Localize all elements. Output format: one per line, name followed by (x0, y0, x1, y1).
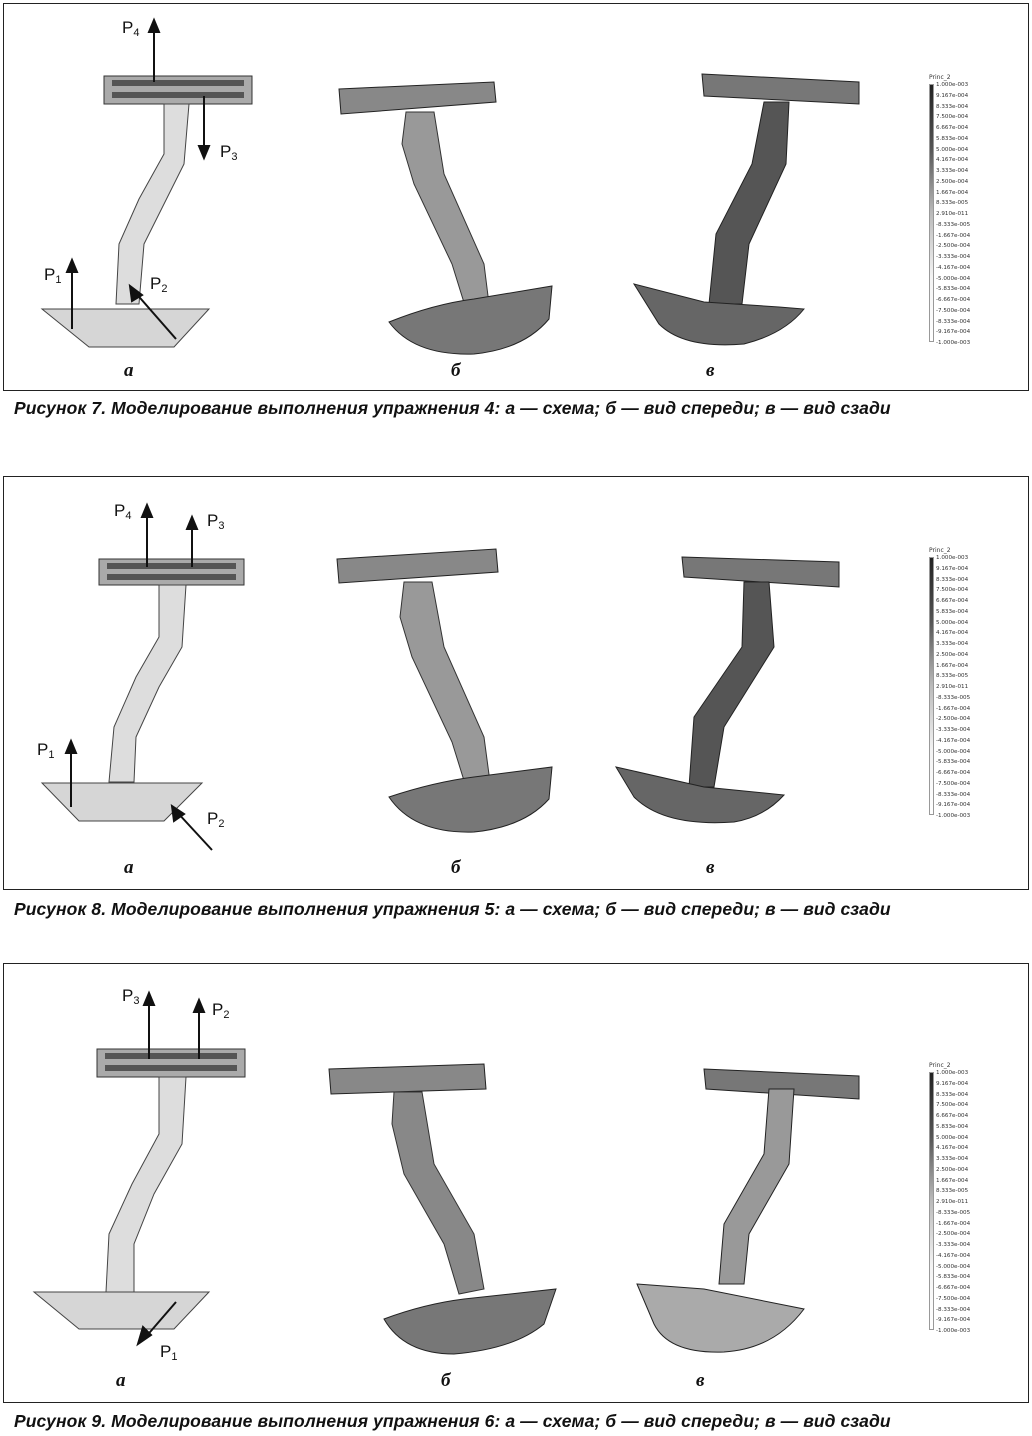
force-label-p4: P4 (122, 18, 140, 39)
force-label-p3: P3 (122, 986, 140, 1007)
legend-colorbar (929, 84, 934, 342)
panel-label-a: а (116, 1370, 126, 1391)
force-label-p1: P1 (44, 265, 62, 286)
front-view-model (328, 1063, 557, 1355)
figure-9-drawing (32, 990, 860, 1355)
force-label-p2: P2 (212, 1000, 230, 1021)
front-view-model (336, 548, 553, 833)
force-arrows (136, 990, 206, 1347)
back-view-model (632, 73, 860, 346)
schema-a-spine (40, 558, 245, 822)
force-label-p3: P3 (207, 511, 225, 532)
panel-label-b: б (451, 360, 461, 381)
back-view-model (614, 556, 840, 824)
figure-8-drawing (40, 502, 840, 851)
legend-title: Princ_2 (929, 1062, 951, 1069)
force-arrows (64, 502, 213, 851)
force-label-p2: P2 (150, 274, 168, 295)
panel-label-a: а (124, 857, 134, 878)
force-label-p1: P1 (160, 1342, 178, 1363)
schema-a-spine (32, 1048, 246, 1330)
panel-label-v: в (696, 1370, 705, 1391)
figure-8-caption: Рисунок 8. Моделирование выполнения упра… (14, 899, 891, 919)
panel-label-b: б (451, 857, 461, 878)
figure-9-caption: Рисунок 9. Моделирование выполнения упра… (14, 1411, 891, 1431)
back-view-model (636, 1068, 860, 1353)
figure-7-caption: Рисунок 7. Моделирование выполнения упра… (14, 398, 891, 418)
legend-colorbar (929, 1072, 934, 1330)
panel-label-v: в (706, 857, 715, 878)
force-label-p2: P2 (207, 809, 225, 830)
force-label-p3: P3 (220, 142, 238, 163)
panel-label-v: в (706, 360, 715, 381)
legend-colorbar (929, 557, 934, 815)
force-label-p4: P4 (114, 501, 132, 522)
legend-title: Princ_2 (929, 547, 951, 554)
force-arrows (65, 17, 211, 340)
force-label-p1: P1 (37, 740, 55, 761)
front-view-model (338, 81, 553, 355)
schema-a-spine (40, 75, 253, 348)
legend-title: Princ_2 (929, 74, 951, 81)
panel-label-b: б (441, 1370, 451, 1391)
panel-label-a: а (124, 360, 134, 381)
figure-7-drawing (40, 17, 860, 355)
